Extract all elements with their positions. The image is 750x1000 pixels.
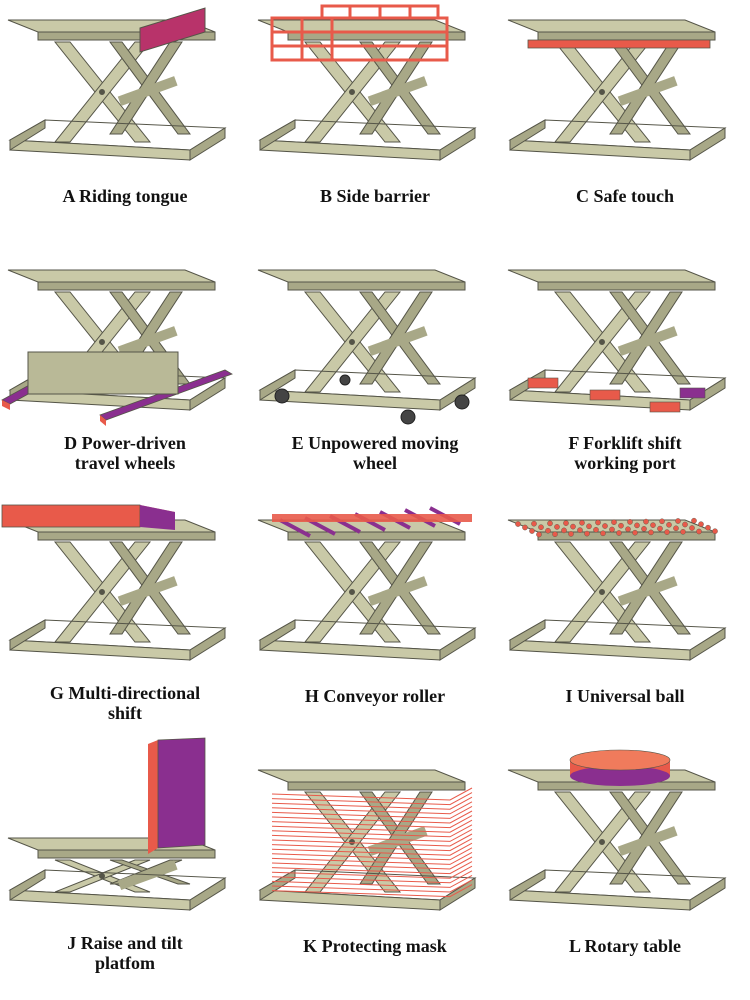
base-frame — [8, 619, 227, 661]
lift-platform — [257, 269, 466, 291]
lift-illustration-safe-touch — [507, 19, 727, 161]
base-frame — [508, 119, 727, 161]
travel-chassis — [27, 351, 179, 395]
hydraulic-cylinder — [617, 76, 678, 107]
hydraulic-cylinder — [617, 326, 678, 357]
hydraulic-cylinder — [117, 576, 178, 607]
caption-g: G Multi-directional shift — [49, 683, 201, 723]
caption-l: L Rotary table — [569, 936, 681, 956]
cell-b: B Side barrier — [250, 0, 500, 250]
cell-d: D Power-driven travel wheels — [0, 250, 250, 500]
caption-i: I Universal ball — [565, 686, 685, 706]
forklift-pockets — [527, 377, 706, 413]
base-frame — [508, 619, 727, 661]
scissor-arms — [53, 41, 191, 143]
base-frame — [8, 119, 227, 161]
base-frame — [258, 869, 477, 911]
lift-illustration-conveyor-roller — [257, 506, 477, 661]
hydraulic-cylinder — [367, 76, 428, 107]
protecting-mask-bellows — [271, 787, 473, 898]
lift-illustration-raise-and-tilt-platform — [7, 737, 227, 911]
caption-k: K Protecting mask — [303, 936, 447, 956]
lift-illustration-protecting-mask — [257, 769, 477, 911]
scissor-arms — [303, 41, 441, 143]
side-barrier-rails — [270, 4, 449, 62]
lift-illustration-universal-ball — [507, 517, 727, 661]
cell-a: A Riding tongue — [0, 0, 250, 250]
lift-illustration-riding-tongue — [7, 7, 227, 161]
lift-illustration-rotary-table — [507, 749, 727, 911]
lift-illustration-forklift-shift-working-port — [507, 269, 727, 413]
caption-f: F Forklift shift working port — [568, 433, 682, 473]
cell-h: H Conveyor roller — [250, 500, 500, 750]
lift-platform — [507, 19, 716, 41]
cell-k: K Protecting mask — [250, 750, 500, 1000]
hydraulic-cylinder — [617, 576, 678, 607]
safe-touch-edge — [527, 39, 711, 49]
hydraulic-cylinder — [367, 326, 428, 357]
cell-c: C Safe touch — [500, 0, 750, 250]
scissor-arms — [303, 541, 441, 643]
caption-d: D Power-driven travel wheels — [64, 433, 186, 473]
hydraulic-cylinder — [117, 76, 178, 107]
caption-e: E Unpowered moving wheel — [291, 433, 459, 473]
base-frame — [258, 369, 477, 411]
scissor-arms — [53, 541, 191, 643]
scissor-arms — [553, 291, 691, 393]
scissor-arms — [553, 41, 691, 143]
rotary-disc — [569, 749, 671, 786]
cell-f: F Forklift shift working port — [500, 250, 750, 500]
hydraulic-cylinder — [367, 576, 428, 607]
scissor-arms — [303, 291, 441, 393]
tilt-panel — [148, 737, 206, 854]
lift-platform — [7, 269, 216, 291]
cell-l: L Rotary table — [500, 749, 750, 1000]
hydraulic-cylinder — [617, 826, 678, 857]
hydraulic-cylinder — [117, 326, 178, 357]
base-frame — [8, 869, 227, 911]
lift-platform — [257, 769, 466, 791]
cell-e: E Unpowered moving wheel — [250, 250, 500, 500]
base-frame — [508, 869, 727, 911]
caption-a: A Riding tongue — [62, 186, 188, 206]
scissor-arms — [553, 541, 691, 643]
scissor-arms — [553, 791, 691, 893]
lift-illustration-power-driven-travel-wheels — [1, 269, 233, 426]
caption-c: C Safe touch — [576, 186, 674, 206]
cell-j: J Raise and tilt platfom — [0, 737, 250, 1000]
caption-h: H Conveyor roller — [304, 686, 446, 706]
caption-j: J Raise and tilt platfom — [67, 933, 183, 973]
lift-platform — [257, 19, 466, 41]
universal-balls — [515, 517, 718, 538]
cell-g: G Multi-directional shift — [0, 500, 250, 750]
lift-illustration-unpowered-moving-wheel — [257, 269, 477, 425]
riding-tongue-plate — [139, 7, 206, 53]
lift-illustration-side-barrier — [257, 4, 477, 161]
lift-illustration-multi-directional-shift — [1, 504, 227, 661]
cell-i: I Universal ball — [500, 500, 750, 750]
caption-b: B Side barrier — [320, 186, 430, 206]
base-frame — [258, 619, 477, 661]
shift-platform — [1, 504, 141, 528]
lift-platform — [507, 269, 716, 291]
base-frame — [258, 119, 477, 161]
caster-wheels — [274, 374, 470, 425]
